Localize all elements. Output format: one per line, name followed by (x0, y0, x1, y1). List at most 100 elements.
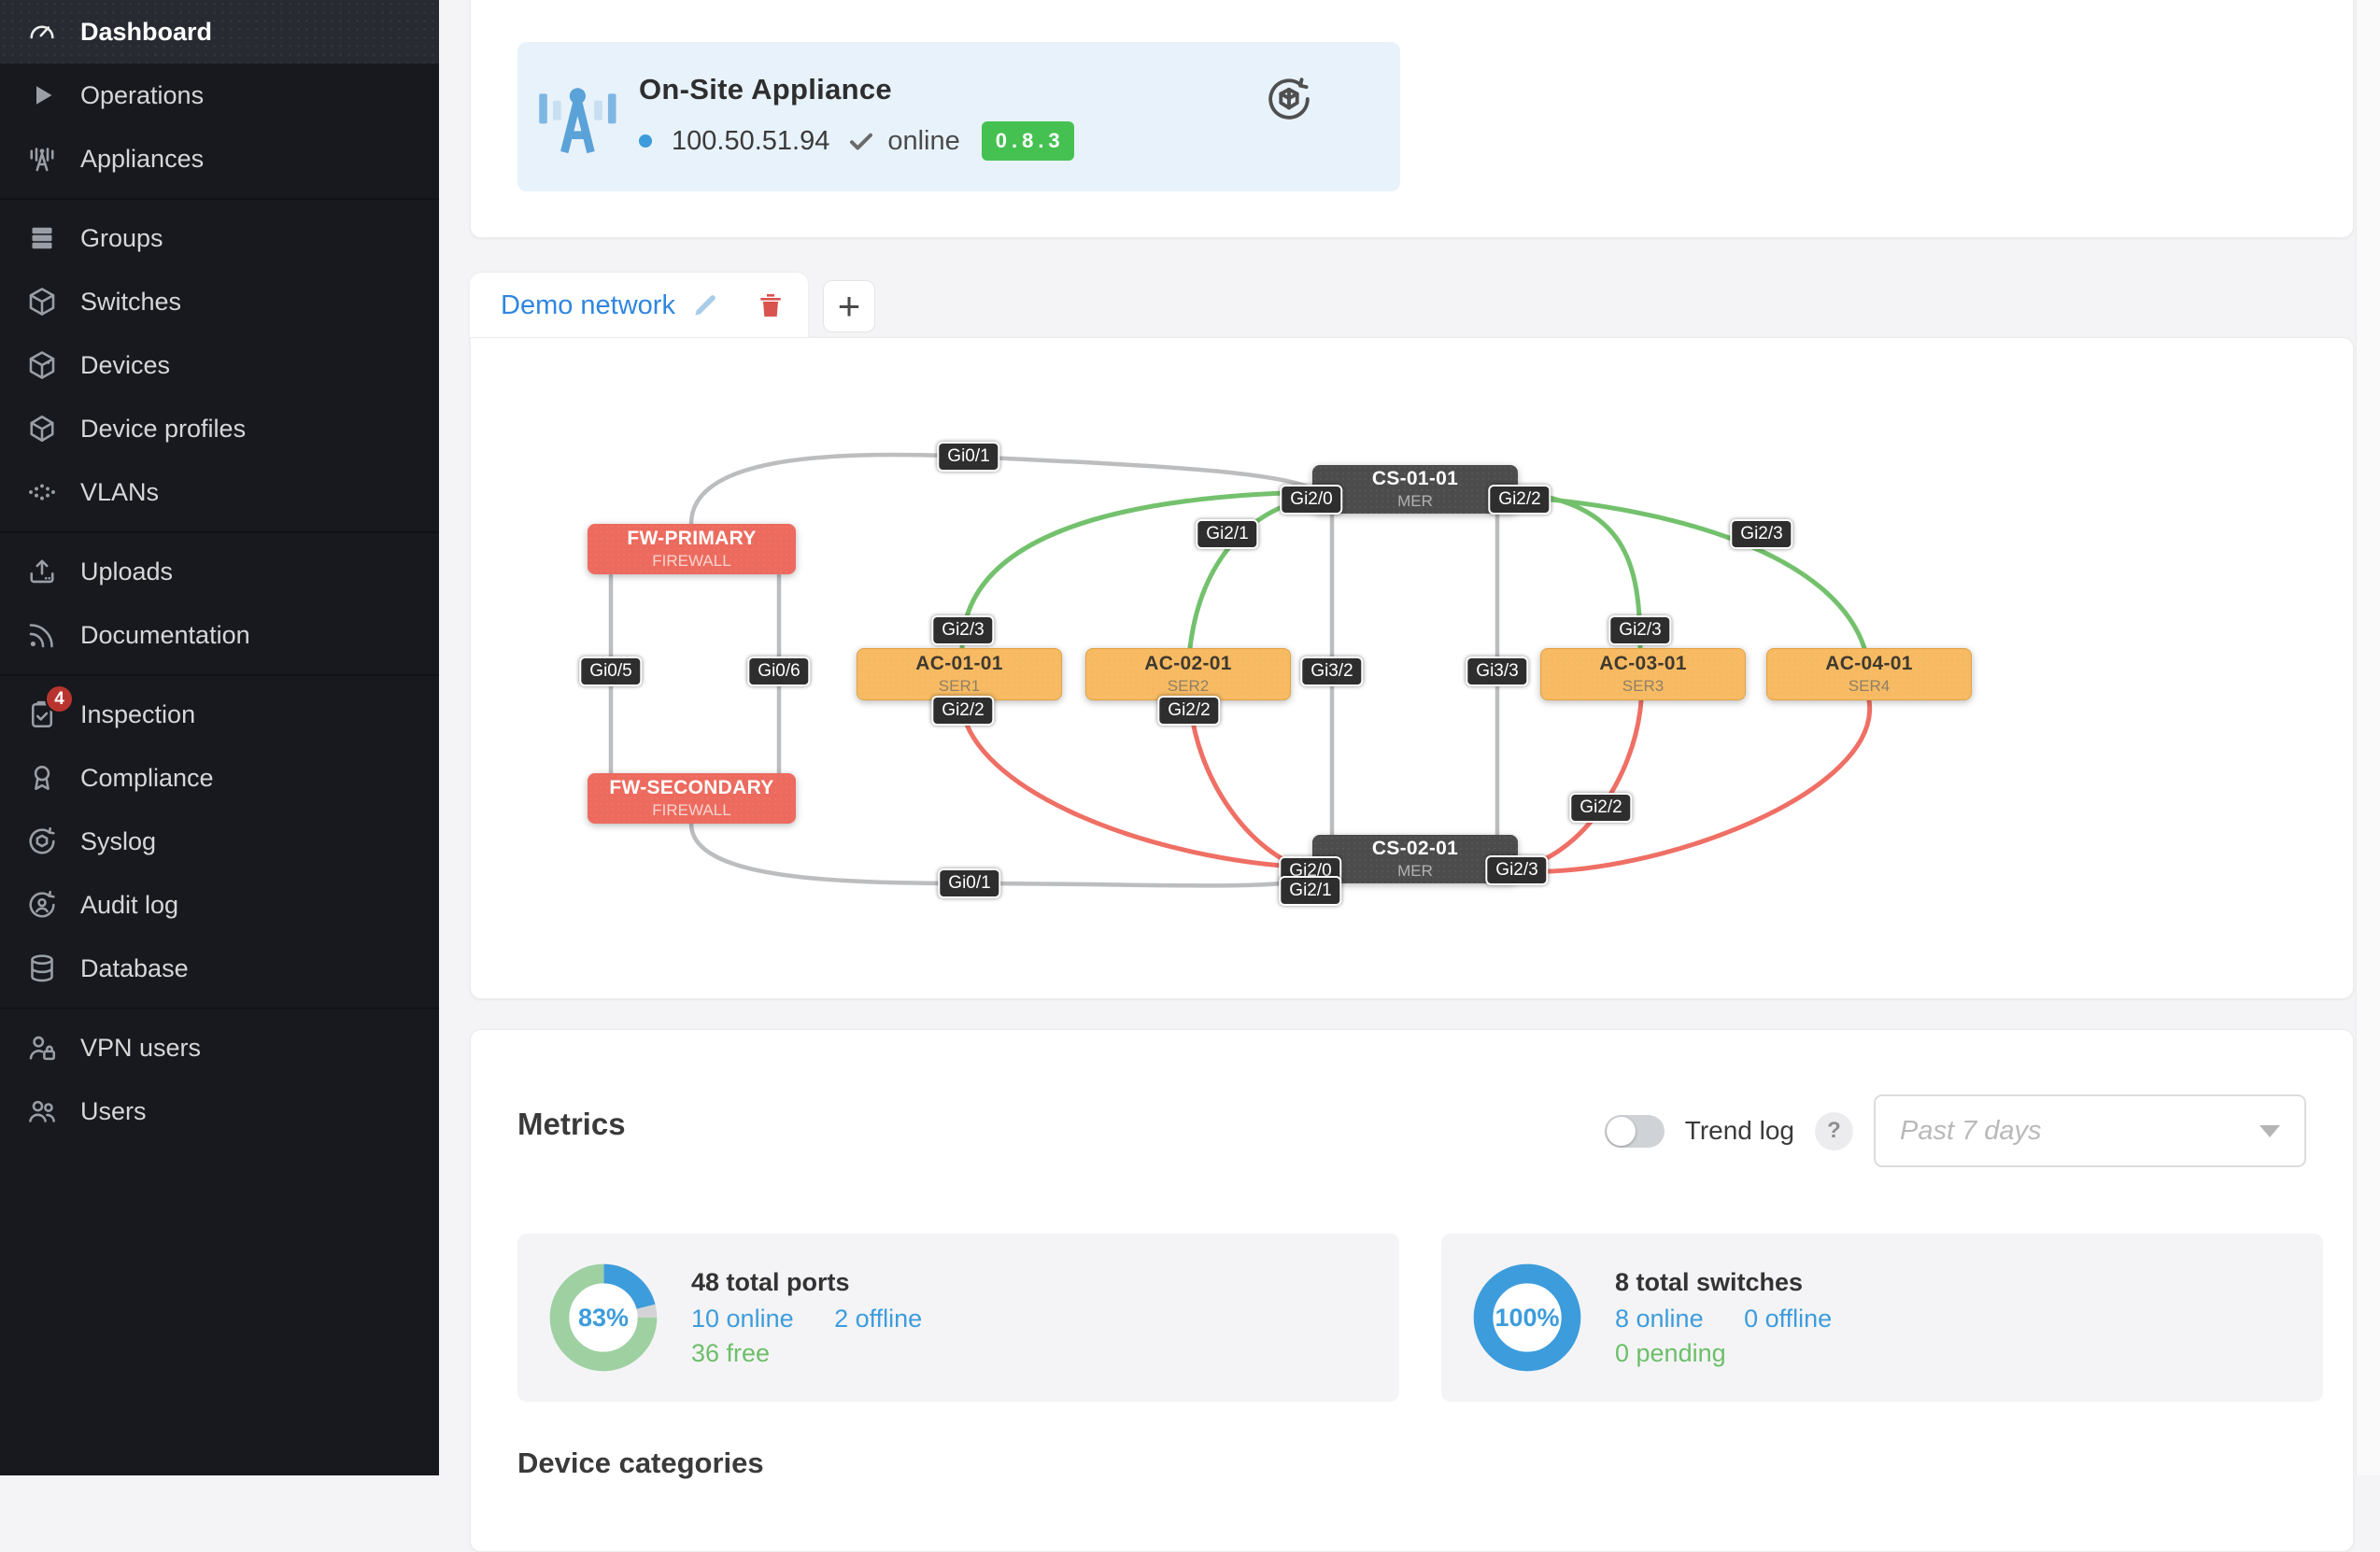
sidebar-item-audit-log[interactable]: Audit log (0, 873, 439, 937)
upload-icon (25, 555, 59, 588)
edge-ac-04-01-cs-02-01 (1515, 698, 1873, 874)
switches-summary-card: 100% 8 total switches 8 online 0 offline… (1441, 1234, 2323, 1402)
port-label-gi3-2: Gi3/2 (1300, 656, 1364, 686)
sidebar-item-documentation[interactable]: Documentation (0, 603, 439, 667)
user-history-icon (25, 888, 59, 922)
scrollbar-track[interactable] (2356, 0, 2380, 1475)
sidebar-item-switches[interactable]: Switches (0, 270, 439, 333)
stat-offline: 0 offline (1744, 1304, 1833, 1333)
metrics-panel: Metrics Trend log ? Past 7 days 83% 48 t… (470, 1029, 2354, 1552)
sidebar-item-label: Inspection (80, 699, 196, 728)
sidebar-item-devices[interactable]: Devices (0, 333, 439, 397)
donut-segment-free (549, 1263, 658, 1372)
help-icon[interactable]: ? (1815, 1111, 1853, 1150)
appliance-card: On-Site Appliance 100.50.51.94 online 0.… (517, 42, 1400, 191)
port-label-gi0-1: Gi0/1 (937, 442, 1000, 472)
port-label-gi2-2: Gi2/2 (1488, 485, 1551, 515)
sidebar-item-database[interactable]: Database (0, 937, 439, 1000)
sidebar-item-device-profiles[interactable]: Device profiles (0, 397, 439, 460)
donut-segment-online (1473, 1263, 1581, 1372)
plus-icon: + (837, 284, 861, 328)
sidebar-item-vpn-users[interactable]: VPN users (0, 1016, 439, 1079)
edge-ac-02-01-cs-02-01 (1187, 698, 1315, 874)
metric-card-title: 48 total ports (691, 1267, 850, 1296)
status-dot (639, 134, 652, 148)
user-lock-icon (25, 1031, 59, 1065)
sidebar-item-groups[interactable]: Groups (0, 206, 439, 270)
sidebar-item-compliance[interactable]: Compliance (0, 746, 439, 810)
sidebar-item-label: Uploads (80, 557, 174, 586)
reboot-appliance-icon[interactable] (1262, 72, 1316, 126)
sidebar-item-label: Documentation (80, 620, 250, 649)
node-label: CS-01-01 (1371, 468, 1459, 489)
port-label-gi2-3: Gi2/3 (931, 615, 995, 645)
sidebar-item-users[interactable]: Users (0, 1079, 439, 1143)
sidebar-item-operations[interactable]: Operations (0, 63, 439, 127)
edge-cs-01-01-ac-04-01 (1515, 494, 1867, 651)
metrics-controls: Trend log ? Past 7 days (1604, 1093, 2306, 1168)
sidebar-item-appliances[interactable]: Appliances (0, 127, 439, 190)
port-label-gi2-3: Gi2/3 (1608, 615, 1672, 645)
sidebar-item-label: Compliance (80, 763, 214, 792)
stat-free: 36 free (691, 1338, 771, 1367)
sidebar-item-label: Switches (80, 287, 182, 316)
ports-donut-chart: 83% (545, 1260, 661, 1376)
gauge-icon (25, 15, 59, 49)
appliance-panel: On-Site Appliance 100.50.51.94 online 0.… (470, 0, 2354, 238)
switch-cube-icon (25, 285, 59, 318)
trend-log-label: Trend log (1684, 1116, 1794, 1145)
port-label-gi2-3: Gi2/3 (1485, 855, 1549, 885)
sidebar-item-label: Dashboard (80, 17, 213, 46)
sidebar-item-label: Users (80, 1096, 147, 1125)
trend-log-toggle[interactable] (1604, 1114, 1665, 1148)
edge-ac-03-01-cs-02-01 (1515, 698, 1644, 870)
node-label: FW-SECONDARY (609, 777, 774, 798)
node-label: AC-01-01 (915, 653, 1003, 674)
sidebar-item-syslog[interactable]: Syslog (0, 810, 439, 873)
check-icon (847, 127, 875, 155)
medal-icon (25, 761, 59, 795)
chevron-down-icon (2260, 1124, 2280, 1137)
port-label-gi0-1: Gi0/1 (938, 868, 1001, 898)
period-select[interactable]: Past 7 days (1874, 1094, 2306, 1167)
appliance-status: online (887, 125, 960, 156)
stat-online: 10 online (691, 1304, 794, 1333)
port-label-gi2-2: Gi2/2 (1157, 696, 1221, 726)
port-label-gi0-6: Gi0/6 (747, 656, 811, 686)
sidebar-item-vlans[interactable]: VLANs (0, 460, 439, 524)
play-icon (25, 78, 59, 112)
edit-icon[interactable] (690, 290, 720, 320)
sidebar-item-uploads[interactable]: Uploads (0, 540, 439, 603)
clipboard-check-icon: 4 (25, 684, 74, 731)
version-badge: 0.8.3 (981, 121, 1074, 161)
edge-fw-primary-cs-01-01 (688, 452, 1315, 527)
node-sublabel: SER2 (1167, 677, 1210, 695)
sidebar-item-label: VPN users (80, 1033, 202, 1062)
donut-percent: 83% (577, 1303, 630, 1332)
metric-cards: 83% 48 total ports 10 online 2 offline 3… (517, 1234, 2323, 1402)
port-label-gi2-1: Gi2/1 (1279, 876, 1342, 906)
add-network-tab-button[interactable]: + (823, 280, 875, 332)
device-cube-icon (25, 348, 59, 382)
node-label: AC-04-01 (1825, 653, 1913, 674)
sidebar-item-label: Device profiles (80, 414, 247, 443)
appliance-title: On-Site Appliance (639, 73, 892, 106)
node-sublabel: FIREWALL (652, 552, 731, 570)
port-label-gi2-0: Gi2/0 (1280, 485, 1343, 515)
delete-icon[interactable] (756, 290, 786, 320)
cube-outline-icon (25, 412, 59, 445)
sidebar-item-dashboard[interactable]: Dashboard (0, 0, 439, 63)
node-sublabel: SER3 (1622, 677, 1665, 695)
tab-demo-network[interactable]: Demo network (470, 273, 808, 338)
